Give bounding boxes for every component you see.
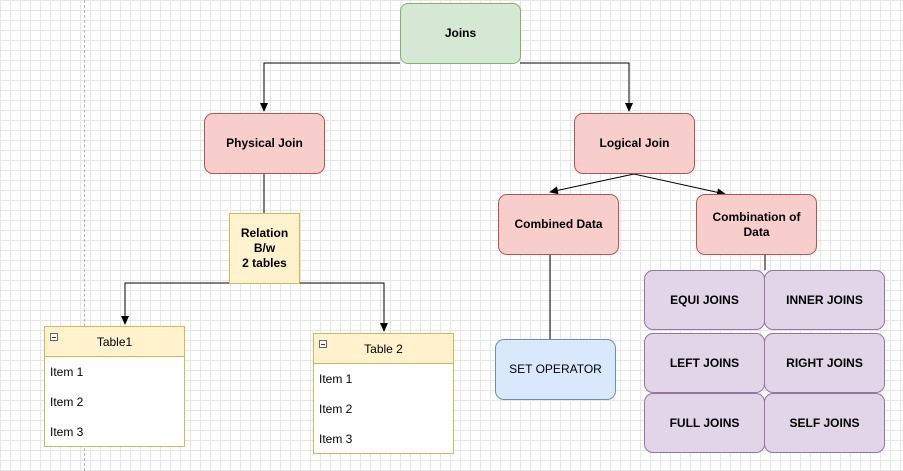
- edge-joins-to-physical: [260, 62, 400, 112]
- inner-joins-node[interactable]: INNER JOINS: [764, 270, 885, 330]
- table1-header[interactable]: Table1: [45, 327, 184, 357]
- page-boundary-line: [84, 0, 85, 471]
- table1-title: Table1: [96, 334, 133, 349]
- edge-logical-to-combined: [549, 173, 635, 195]
- edge-relation-to-table1: [121, 282, 264, 325]
- table1-item[interactable]: Item 2: [50, 395, 84, 409]
- table1-shape[interactable]: Table1 Item 1 Item 2 Item 3: [44, 326, 185, 447]
- self-joins-node[interactable]: SELF JOINS: [764, 393, 885, 453]
- collapse-icon[interactable]: [319, 340, 327, 348]
- collapse-icon[interactable]: [50, 333, 58, 341]
- table2-item[interactable]: Item 2: [319, 402, 353, 416]
- edge-relation-to-table2: [264, 282, 388, 332]
- relation-line-1: Relation: [240, 226, 289, 240]
- relation-line-3: 2 tables: [242, 256, 287, 270]
- combined-data-node[interactable]: Combined Data: [498, 194, 619, 255]
- table2-shape[interactable]: Table 2 Item 1 Item 2 Item 3: [313, 333, 454, 454]
- relation-line-2: B/w: [253, 241, 276, 255]
- right-joins-node[interactable]: RIGHT JOINS: [764, 333, 885, 393]
- combination-of-data-node[interactable]: Combination of Data: [696, 194, 817, 255]
- table1-item[interactable]: Item 3: [50, 425, 84, 439]
- table2-item[interactable]: Item 1: [319, 372, 353, 386]
- set-operator-node[interactable]: SET OPERATOR: [495, 339, 616, 400]
- joins-node[interactable]: Joins: [400, 3, 521, 64]
- left-joins-node[interactable]: LEFT JOINS: [644, 333, 765, 393]
- table2-header[interactable]: Table 2: [314, 334, 453, 364]
- table2-item[interactable]: Item 3: [319, 432, 353, 446]
- table2-title: Table 2: [364, 341, 403, 356]
- table1-item[interactable]: Item 1: [50, 365, 84, 379]
- full-joins-node[interactable]: FULL JOINS: [644, 393, 765, 453]
- edge-logical-to-combination: [633, 173, 726, 197]
- logical-join-node[interactable]: Logical Join: [574, 113, 695, 174]
- physical-join-node[interactable]: Physical Join: [204, 113, 325, 174]
- relation-node[interactable]: Relation B/w 2 tables: [229, 213, 300, 284]
- edge-joins-to-logical: [520, 62, 633, 112]
- equi-joins-node[interactable]: EQUI JOINS: [644, 270, 765, 330]
